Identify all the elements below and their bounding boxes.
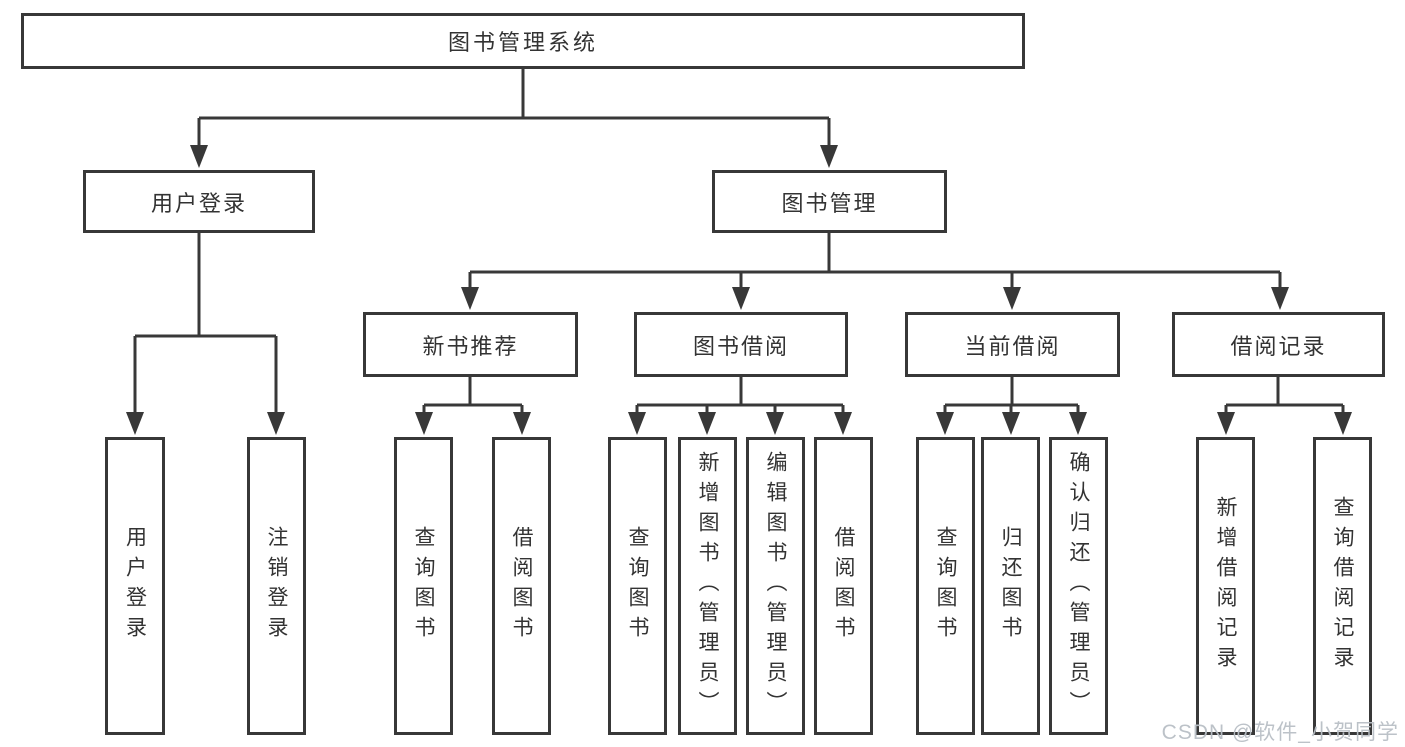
node-current-borrow-label: 当前借阅 (964, 333, 1061, 359)
arrowhead (1334, 412, 1352, 435)
leaf-bb-edit-book-label: 编辑图书（管理员） (764, 451, 787, 721)
connectors-root (190, 69, 838, 168)
node-user-login: 用户登录 (83, 170, 315, 233)
arrowhead (461, 287, 479, 310)
node-new-book-recommend: 新书推荐 (363, 312, 578, 377)
arrowhead (766, 412, 784, 435)
arrowhead (267, 412, 285, 435)
leaf-cb-confirm-return: 确认归还（管理员） (1049, 437, 1108, 735)
connectors-borrow-records (1217, 377, 1352, 435)
leaf-nb-borrow-book-label: 借阅图书 (510, 526, 533, 646)
leaf-nb-query-book: 查询图书 (394, 437, 453, 735)
leaf-bb-add-book-label: 新增图书（管理员） (696, 451, 719, 721)
node-borrow-records: 借阅记录 (1172, 312, 1385, 377)
arrowhead (1069, 412, 1087, 435)
arrowhead (1271, 287, 1289, 310)
connectors-user-login (126, 233, 285, 435)
arrowhead (628, 412, 646, 435)
node-user-login-label: 用户登录 (150, 190, 247, 216)
node-book-borrow-label: 图书借阅 (692, 333, 789, 359)
leaf-cb-return-book: 归还图书 (981, 437, 1040, 735)
leaf-bb-borrow-book: 借阅图书 (814, 437, 873, 735)
arrowhead (1002, 412, 1020, 435)
leaf-user-login: 用户登录 (105, 437, 165, 735)
leaf-bb-query-book: 查询图书 (608, 437, 667, 735)
leaf-bb-edit-book: 编辑图书（管理员） (746, 437, 805, 735)
leaf-cb-query-book-label: 查询图书 (934, 526, 957, 646)
leaf-br-add-record-label: 新增借阅记录 (1214, 496, 1237, 676)
node-current-borrow: 当前借阅 (905, 312, 1120, 377)
leaf-cb-return-book-label: 归还图书 (999, 526, 1022, 646)
csdn-watermark: CSDN @软件_小贺同学 (1161, 721, 1399, 744)
arrowhead (1003, 287, 1021, 310)
arrowhead (732, 287, 750, 310)
leaf-cb-query-book: 查询图书 (916, 437, 975, 735)
leaf-logout-label: 注销登录 (265, 526, 288, 646)
leaf-logout: 注销登录 (247, 437, 306, 735)
node-book-borrow: 图书借阅 (634, 312, 848, 377)
leaf-cb-confirm-return-label: 确认归还（管理员） (1067, 451, 1090, 721)
node-root-system-label: 图书管理系统 (447, 30, 598, 55)
node-borrow-records-label: 借阅记录 (1230, 333, 1327, 359)
leaf-br-query-record: 查询借阅记录 (1313, 437, 1372, 735)
arrowhead (190, 145, 208, 168)
arrowhead (698, 412, 716, 435)
connectors-current-borrow (936, 377, 1087, 435)
arrowhead (126, 412, 144, 435)
arrowhead (936, 412, 954, 435)
node-book-management: 图书管理 (712, 170, 947, 233)
leaf-user-login-label: 用户登录 (123, 526, 147, 646)
connectors-book-borrow (628, 377, 852, 435)
arrowhead (1217, 412, 1235, 435)
node-root-system: 图书管理系统 (21, 13, 1025, 69)
leaf-bb-add-book: 新增图书（管理员） (678, 437, 737, 735)
arrowhead (820, 145, 838, 168)
arrowhead (834, 412, 852, 435)
connectors-new-book-recommend (415, 377, 531, 435)
node-book-management-label: 图书管理 (781, 190, 878, 216)
leaf-nb-query-book-label: 查询图书 (412, 526, 435, 646)
leaf-br-query-record-label: 查询借阅记录 (1331, 496, 1354, 676)
connectors-book-management (461, 233, 1289, 310)
node-new-book-recommend-label: 新书推荐 (422, 333, 519, 359)
leaf-nb-borrow-book: 借阅图书 (492, 437, 551, 735)
leaf-bb-query-book-label: 查询图书 (626, 526, 649, 646)
leaf-br-add-record: 新增借阅记录 (1196, 437, 1255, 735)
leaf-bb-borrow-book-label: 借阅图书 (832, 526, 855, 646)
arrowhead (513, 412, 531, 435)
arrowhead (415, 412, 433, 435)
